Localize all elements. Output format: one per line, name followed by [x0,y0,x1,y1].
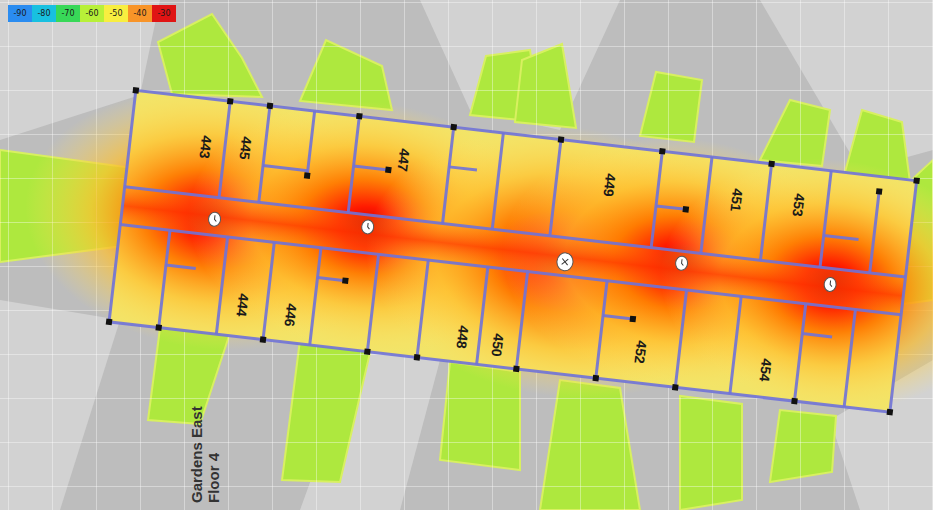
wall-end [106,318,113,325]
access-point-icon [675,256,689,271]
wall-end [592,375,599,382]
floor-caption: Gardens East Floor 4 [189,383,222,503]
legend-swatch: -40 [128,5,152,22]
wall-end [304,172,311,179]
access-point-icon [361,219,375,234]
legend-value: -30 [157,9,170,18]
access-point-icon [208,212,222,227]
legend-value: -70 [61,9,74,18]
room-number: 451 [727,188,745,213]
wall-end [558,136,565,143]
legend-value: -80 [37,9,50,18]
wall-end [342,277,349,284]
room-number: 454 [756,358,774,383]
legend-swatch: -30 [152,5,176,22]
wall-end [659,148,666,155]
room-number: 447 [394,148,412,173]
wall-end [385,167,392,174]
wall-end [513,366,520,373]
wall-end [414,354,421,361]
room-wall [219,101,881,273]
wall-end [682,206,689,213]
wall-end [364,348,371,355]
wall-end [630,316,637,323]
room-number: 453 [789,193,807,218]
wall-end [133,87,140,94]
closet-wall [166,260,832,342]
outer-wall [109,90,917,412]
legend-swatch: -50 [104,5,128,22]
room-number: 450 [488,333,506,358]
wall-end [768,161,775,168]
access-point-icon [556,252,574,272]
closet-wall [262,146,861,240]
room-wall [159,230,856,407]
room-number: 445 [236,136,254,161]
room-number: 449 [600,173,618,198]
wall-end [887,409,894,416]
building [10,63,933,446]
wall-end [267,103,274,110]
legend-swatch: -60 [80,5,104,22]
wall-end [227,98,234,105]
room-number: 446 [281,303,299,328]
wall-end [672,384,679,391]
access-point-icon [823,277,837,292]
legend-swatch: -80 [32,5,56,22]
wall-end [155,324,162,331]
legend-swatch: -90 [8,5,32,22]
wall-end [876,188,883,195]
room-number: 452 [631,340,649,365]
wall-end [913,177,920,184]
room-number: 443 [196,135,214,160]
legend-value: -40 [133,9,146,18]
wall-end [450,124,457,131]
wall-end [791,398,798,405]
legend-value: -50 [109,9,122,18]
legend-value: -60 [85,9,98,18]
legend-value: -90 [13,9,26,18]
room-number: 448 [453,325,471,350]
access-points [207,202,837,302]
wall-end [260,336,267,343]
walls [109,90,917,412]
wall-ends [106,87,920,415]
room-number: 444 [233,293,251,318]
wall-end [356,113,363,120]
legend-swatch: -70 [56,5,80,22]
